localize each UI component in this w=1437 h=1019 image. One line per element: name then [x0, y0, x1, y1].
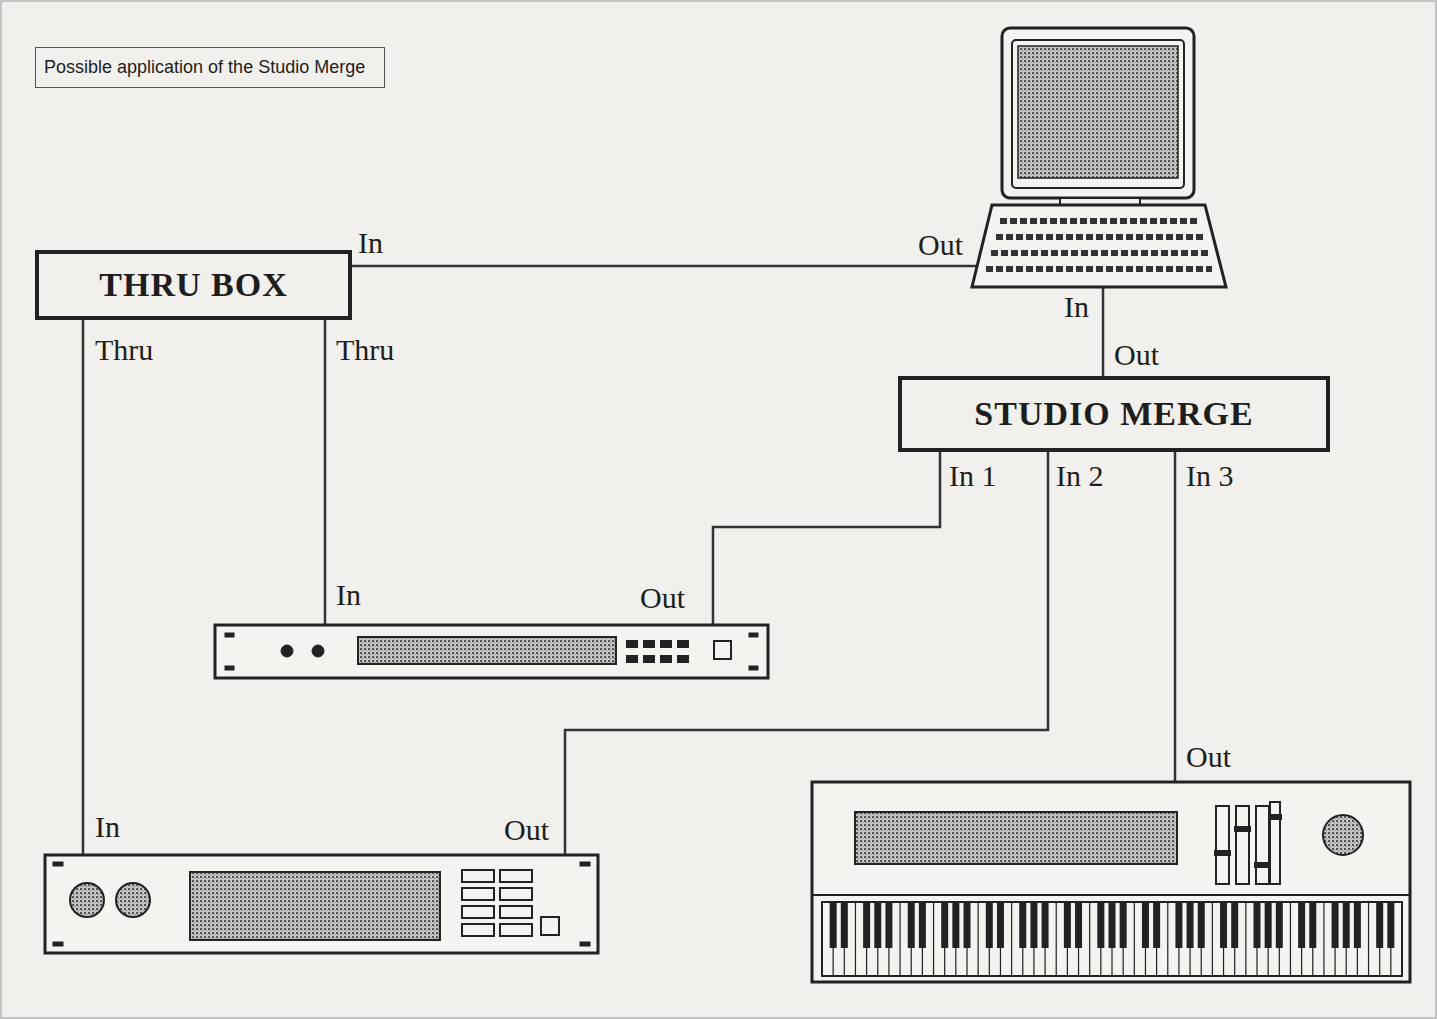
port-label: Thru: [334, 335, 396, 365]
device-box: STUDIO MERGE: [898, 376, 1330, 452]
rack-expander: [215, 625, 768, 678]
port-label: In 2: [1054, 461, 1106, 491]
port-label: Out: [916, 230, 965, 260]
midi-cables: [83, 266, 1175, 855]
port-label: Out: [502, 815, 551, 845]
rack-module: [45, 855, 598, 953]
port-label: In 3: [1184, 461, 1236, 491]
port-label: In: [93, 812, 122, 842]
caption-box: Possible application of the Studio Merge: [35, 47, 385, 88]
port-label: In: [356, 228, 385, 258]
device-box: THRU BOX: [35, 250, 352, 320]
port-label: In: [334, 580, 363, 610]
box-title: THRU BOX: [99, 266, 287, 304]
port-label: Thru: [93, 335, 155, 365]
port-label: In: [1062, 292, 1091, 322]
synthesizer-keyboard: [812, 782, 1410, 982]
port-label: Out: [1112, 340, 1161, 370]
caption-text: Possible application of the Studio Merge: [44, 57, 365, 78]
box-title: STUDIO MERGE: [974, 395, 1253, 433]
port-label: In 1: [947, 461, 999, 491]
port-label: Out: [1184, 742, 1233, 772]
port-label: Out: [638, 583, 687, 613]
computer: [972, 28, 1226, 287]
